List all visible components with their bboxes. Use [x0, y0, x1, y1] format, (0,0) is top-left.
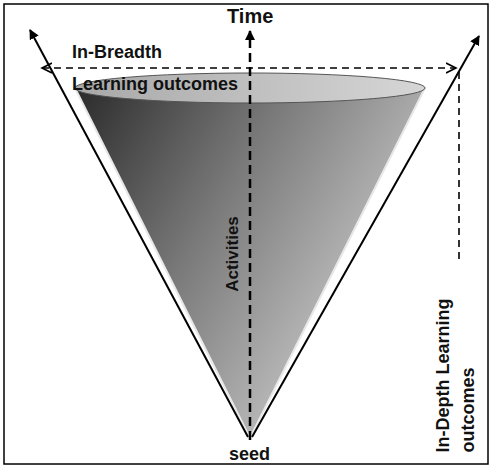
axis-title: Time [227, 4, 273, 28]
axis-label: In-Depth Learning outcomes [431, 298, 481, 453]
axis-label: In-Breadth Learning outcomes [72, 36, 240, 100]
frame [4, 4, 488, 464]
axis-label: Activities [223, 216, 243, 292]
depth-axis [458, 72, 460, 262]
origin-label: seed [229, 443, 270, 465]
time-axis [249, 31, 252, 440]
growth-arrow-left [30, 30, 248, 437]
breadth-axis [42, 67, 456, 69]
